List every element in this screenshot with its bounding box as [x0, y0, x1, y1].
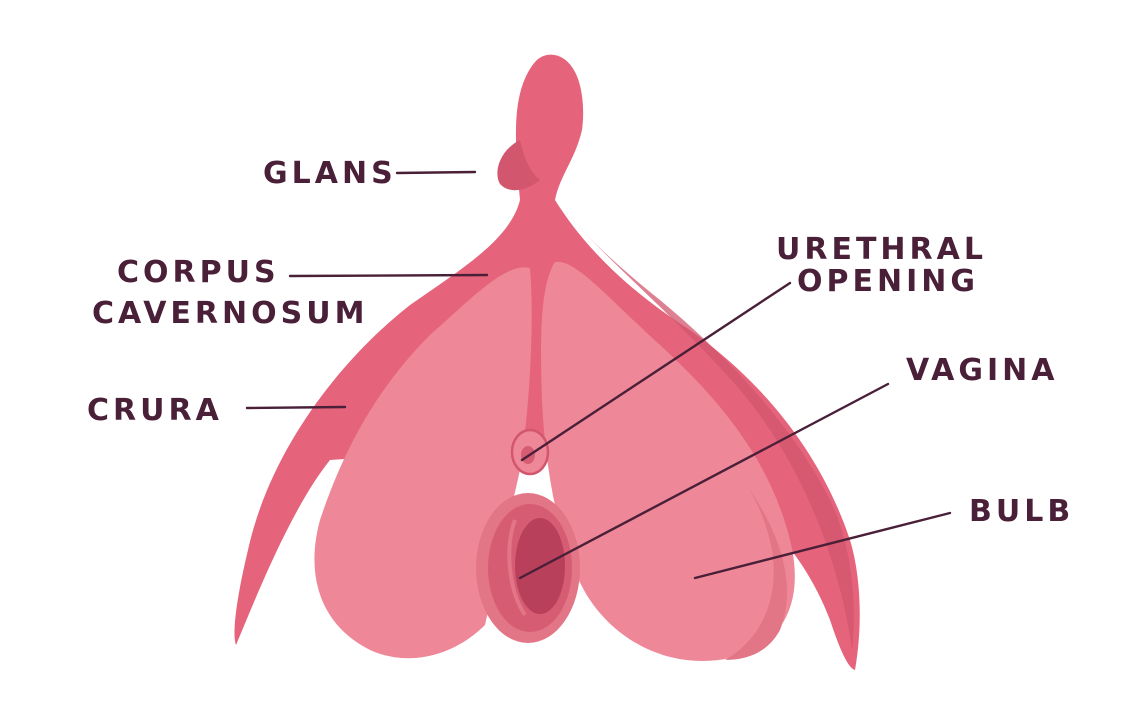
glans-leader — [395, 170, 477, 175]
crura-leader — [245, 405, 347, 410]
label-corpus-line2: CAVERNOSUM — [92, 296, 368, 331]
label-bulb: BULB — [969, 494, 1074, 529]
bulb-leader — [693, 511, 952, 580]
label-urethral-line2: OPENING — [797, 264, 979, 299]
bulb-right — [541, 261, 795, 661]
vaginal-opening — [476, 493, 580, 643]
urethral-opening — [510, 428, 550, 476]
vagina-leader — [518, 382, 890, 580]
glans-shape — [497, 140, 540, 191]
label-glans: GLANS — [263, 156, 397, 191]
label-urethral-line1: URETHRAL — [776, 232, 987, 267]
label-crura: CRURA — [87, 393, 223, 428]
label-corpus-line1: CORPUS — [117, 255, 280, 290]
corpus-cavernosum-leader — [288, 273, 489, 278]
label-vagina: VAGINA — [906, 353, 1059, 388]
urethral-opening-leader — [520, 281, 792, 462]
bulb-right-shadow — [725, 470, 788, 660]
